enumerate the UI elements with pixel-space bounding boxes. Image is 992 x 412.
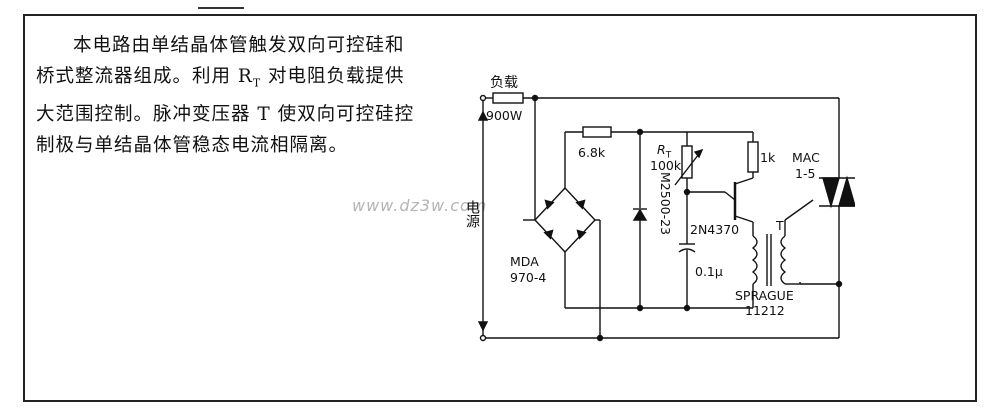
- bridge-rectifier: [534, 186, 596, 254]
- description-part-1: 本电路由单结晶体管触发双向可控硅和桥式整流器组成。利用 R: [36, 35, 405, 87]
- label-transformer-num: 11212: [745, 303, 785, 318]
- ujt-emitter: [724, 191, 736, 201]
- arrow: [477, 110, 489, 121]
- capacitor-plate: [678, 248, 696, 253]
- load-resistor: [492, 92, 524, 104]
- resistor-6k8: [582, 126, 612, 138]
- terminal-top: [479, 94, 487, 102]
- wire: [734, 215, 754, 223]
- arrow: [693, 148, 704, 159]
- watermark: www.dz3w.com: [352, 196, 488, 215]
- junction: [835, 280, 843, 288]
- label-triac-num: 1-5: [795, 166, 816, 181]
- label-source: 电源: [464, 200, 480, 228]
- triac-symbol: [822, 177, 840, 209]
- zener-diode: [632, 208, 648, 221]
- description-part-2: 对电阻负载提供大范围控制。脉冲变压器 T 使双向可控硅控制极与单结晶体管稳态电流…: [36, 66, 415, 156]
- top-heading-fragment: [198, 0, 244, 9]
- label-rt-name: R: [657, 142, 666, 157]
- circuit-diagram: [477, 92, 855, 342]
- label-rt-subscript: T: [665, 150, 672, 161]
- label-rt-value: 100k: [650, 158, 682, 173]
- label-rt: RT: [657, 142, 671, 161]
- label-bridge-part: MDA: [510, 254, 539, 269]
- wire: [734, 177, 754, 185]
- junction: [683, 304, 691, 312]
- label-bridge-part-num: 970-4: [510, 270, 547, 285]
- label-resistor-1k: 1k: [760, 150, 776, 165]
- transformer-primary: [751, 235, 758, 285]
- label-ujt: 2N4370: [690, 222, 740, 237]
- label-triac-name: MAC: [792, 150, 820, 165]
- terminal-bottom: [479, 334, 487, 342]
- label-transformer-maker: SPRAGUE: [735, 288, 794, 303]
- label-load-power: 900W: [486, 108, 523, 123]
- resistor-1k: [747, 141, 759, 173]
- triac-symbol: [838, 175, 855, 207]
- label-load: 负载: [490, 75, 518, 91]
- label-capacitor: 0.1μ: [695, 264, 723, 279]
- transformer-secondary: [780, 235, 787, 285]
- junction: [636, 304, 644, 312]
- label-resistor-6k8: 6.8k: [578, 145, 606, 160]
- arrow: [477, 321, 489, 332]
- label-transformer: T: [776, 218, 784, 233]
- description-text: 本电路由单结晶体管触发双向可控硅和桥式整流器组成。利用 RT 对电阻负载提供大范…: [36, 30, 420, 161]
- figure-frame: [23, 14, 977, 402]
- description-paragraph: 本电路由单结晶体管触发双向可控硅和桥式整流器组成。利用 RT 对电阻负载提供大范…: [36, 30, 420, 161]
- junction: [596, 334, 604, 342]
- label-zener: M2500-23: [658, 172, 673, 236]
- wire: [784, 199, 814, 221]
- bridge-diodes: [543, 199, 587, 240]
- description-subscript: T: [252, 76, 262, 90]
